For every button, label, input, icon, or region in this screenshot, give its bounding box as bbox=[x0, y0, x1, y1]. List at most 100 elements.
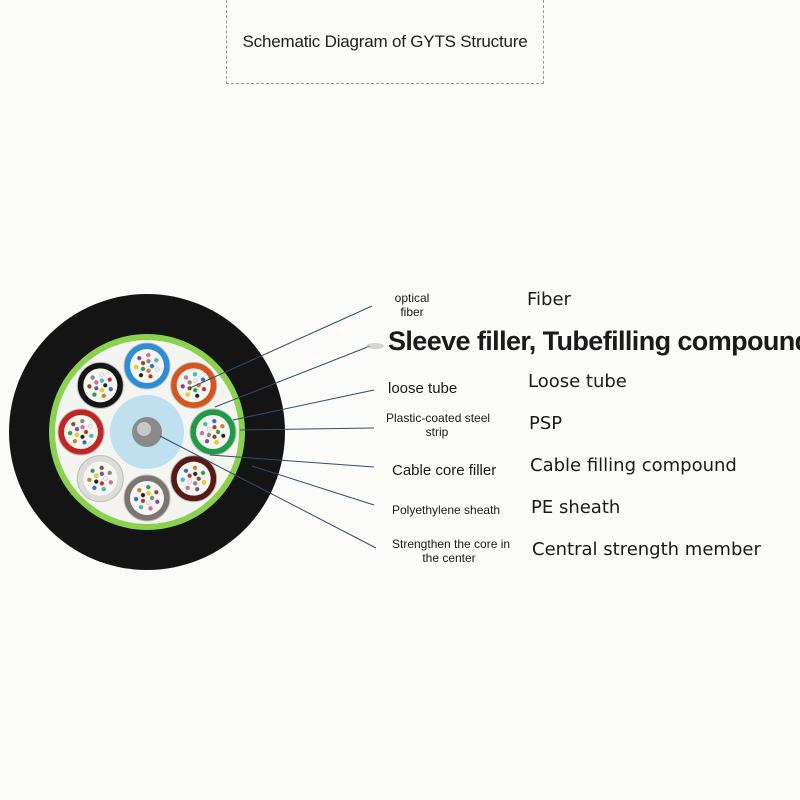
optical-fiber bbox=[99, 378, 105, 383]
optical-fiber bbox=[89, 433, 94, 439]
optical-fiber bbox=[137, 487, 142, 493]
label-strengthen-core: Strengthen the core in the center bbox=[392, 537, 510, 566]
optical-fiber bbox=[146, 368, 151, 374]
optical-fiber bbox=[140, 366, 146, 372]
optical-fiber bbox=[212, 424, 217, 430]
optical-fiber bbox=[180, 477, 185, 483]
optical-fiber bbox=[146, 500, 151, 506]
optical-fiber bbox=[146, 352, 151, 358]
optical-fiber bbox=[138, 372, 144, 378]
optical-fiber bbox=[192, 465, 198, 471]
optical-fiber bbox=[154, 489, 159, 495]
label-strengthen-core-text: Strengthen the core in the center bbox=[392, 537, 511, 566]
optical-fiber bbox=[82, 440, 87, 445]
optical-fiber bbox=[71, 421, 76, 427]
leader-lines bbox=[159, 305, 377, 549]
optical-fiber bbox=[194, 393, 200, 399]
optical-fiber bbox=[180, 384, 185, 389]
optical-fiber bbox=[146, 358, 151, 364]
optical-fiber bbox=[220, 423, 225, 429]
optical-fiber bbox=[200, 470, 206, 476]
optical-fiber bbox=[196, 476, 201, 481]
label-optical-fiber-text: optical fiber bbox=[394, 291, 430, 320]
optical-fiber bbox=[103, 476, 108, 481]
en-central-strength-member: Central strength member bbox=[532, 539, 761, 560]
optical-fiber bbox=[90, 468, 95, 474]
optical-fiber bbox=[146, 490, 151, 496]
optical-fiber bbox=[101, 486, 107, 492]
en-cable-filling-compound: Cable filling compound bbox=[530, 455, 737, 476]
optical-fiber bbox=[99, 471, 105, 477]
optical-fiber bbox=[107, 470, 112, 476]
optical-fiber bbox=[99, 372, 104, 377]
optical-fiber bbox=[103, 383, 108, 388]
optical-fiber bbox=[201, 386, 207, 392]
label-loose-tube: loose tube bbox=[388, 380, 457, 398]
optical-fiber bbox=[146, 484, 151, 490]
optical-fiber bbox=[154, 357, 159, 363]
optical-fiber bbox=[194, 486, 200, 492]
optical-fiber bbox=[204, 438, 210, 444]
optical-fiber bbox=[94, 473, 99, 478]
optical-fiber bbox=[155, 499, 160, 505]
optical-fiber bbox=[212, 418, 217, 424]
optical-fiber bbox=[215, 429, 221, 435]
optical-fiber bbox=[149, 363, 155, 369]
label-loose-tube-text: loose tube bbox=[388, 380, 458, 397]
optical-fiber bbox=[185, 485, 190, 491]
optical-fiber bbox=[192, 378, 198, 383]
optical-fiber bbox=[201, 480, 207, 485]
optical-fiber bbox=[192, 387, 198, 393]
label-cable-core-filler: Cable core filler bbox=[392, 462, 496, 480]
optical-fiber bbox=[80, 418, 85, 424]
optical-fiber bbox=[214, 440, 219, 445]
optical-fiber bbox=[87, 384, 92, 389]
label-optical-fiber: optical fiber bbox=[383, 291, 441, 320]
optical-fiber bbox=[140, 360, 146, 366]
optical-fiber bbox=[185, 392, 190, 397]
optical-fiber bbox=[80, 434, 85, 440]
label-plastic-coated-steel-strip-text: Plastic-coated steel strip bbox=[386, 411, 491, 440]
optical-fiber bbox=[99, 481, 105, 486]
optical-fiber bbox=[137, 355, 142, 361]
optical-fiber bbox=[206, 432, 212, 438]
optical-fiber bbox=[74, 426, 80, 432]
optical-fiber bbox=[108, 386, 113, 392]
optical-fiber bbox=[192, 372, 198, 377]
optical-fiber bbox=[108, 480, 113, 485]
title-frame: Schematic Diagram of GYTS Structure bbox=[226, 0, 544, 84]
optical-fiber bbox=[140, 498, 146, 504]
optical-fiber bbox=[187, 473, 192, 478]
optical-fiber bbox=[94, 479, 99, 484]
optical-fiber bbox=[138, 504, 144, 510]
optical-fiber bbox=[192, 471, 198, 477]
en-fiber: Fiber bbox=[527, 289, 571, 310]
optical-fiber bbox=[192, 481, 198, 486]
smudge-mark bbox=[366, 343, 384, 349]
en-pe-sheath: PE sheath bbox=[531, 497, 621, 518]
optical-fiber bbox=[187, 380, 192, 385]
optical-fiber bbox=[94, 386, 99, 391]
optical-fiber bbox=[92, 392, 97, 397]
optical-fiber bbox=[80, 424, 85, 430]
optical-fiber bbox=[221, 433, 226, 439]
en-loose-tube: Loose tube bbox=[528, 371, 627, 392]
optical-fiber bbox=[148, 506, 153, 511]
label-polyethylene-sheath-text: Polyethylene sheath bbox=[392, 503, 501, 517]
label-sleeve-filler-text: Sleeve filler, Tubefilling compound bbox=[388, 326, 800, 356]
central-strength-member-highlight bbox=[137, 422, 151, 436]
optical-fiber bbox=[99, 465, 104, 471]
label-plastic-coated-steel-strip: Plastic-coated steel strip bbox=[386, 411, 491, 440]
label-cable-core-filler-text: Cable core filler bbox=[392, 462, 497, 479]
diagram-title: Schematic Diagram of GYTS Structure bbox=[242, 31, 528, 51]
optical-fiber bbox=[101, 393, 107, 399]
label-sleeve-filler: Sleeve filler, Tubefilling compound bbox=[388, 325, 800, 357]
optical-fiber bbox=[212, 434, 217, 440]
optical-fiber bbox=[183, 468, 189, 474]
en-psp: PSP bbox=[529, 413, 563, 434]
optical-fiber bbox=[148, 374, 153, 379]
optical-fiber bbox=[94, 380, 99, 385]
optical-fiber bbox=[140, 492, 146, 498]
optical-fiber bbox=[92, 485, 97, 491]
